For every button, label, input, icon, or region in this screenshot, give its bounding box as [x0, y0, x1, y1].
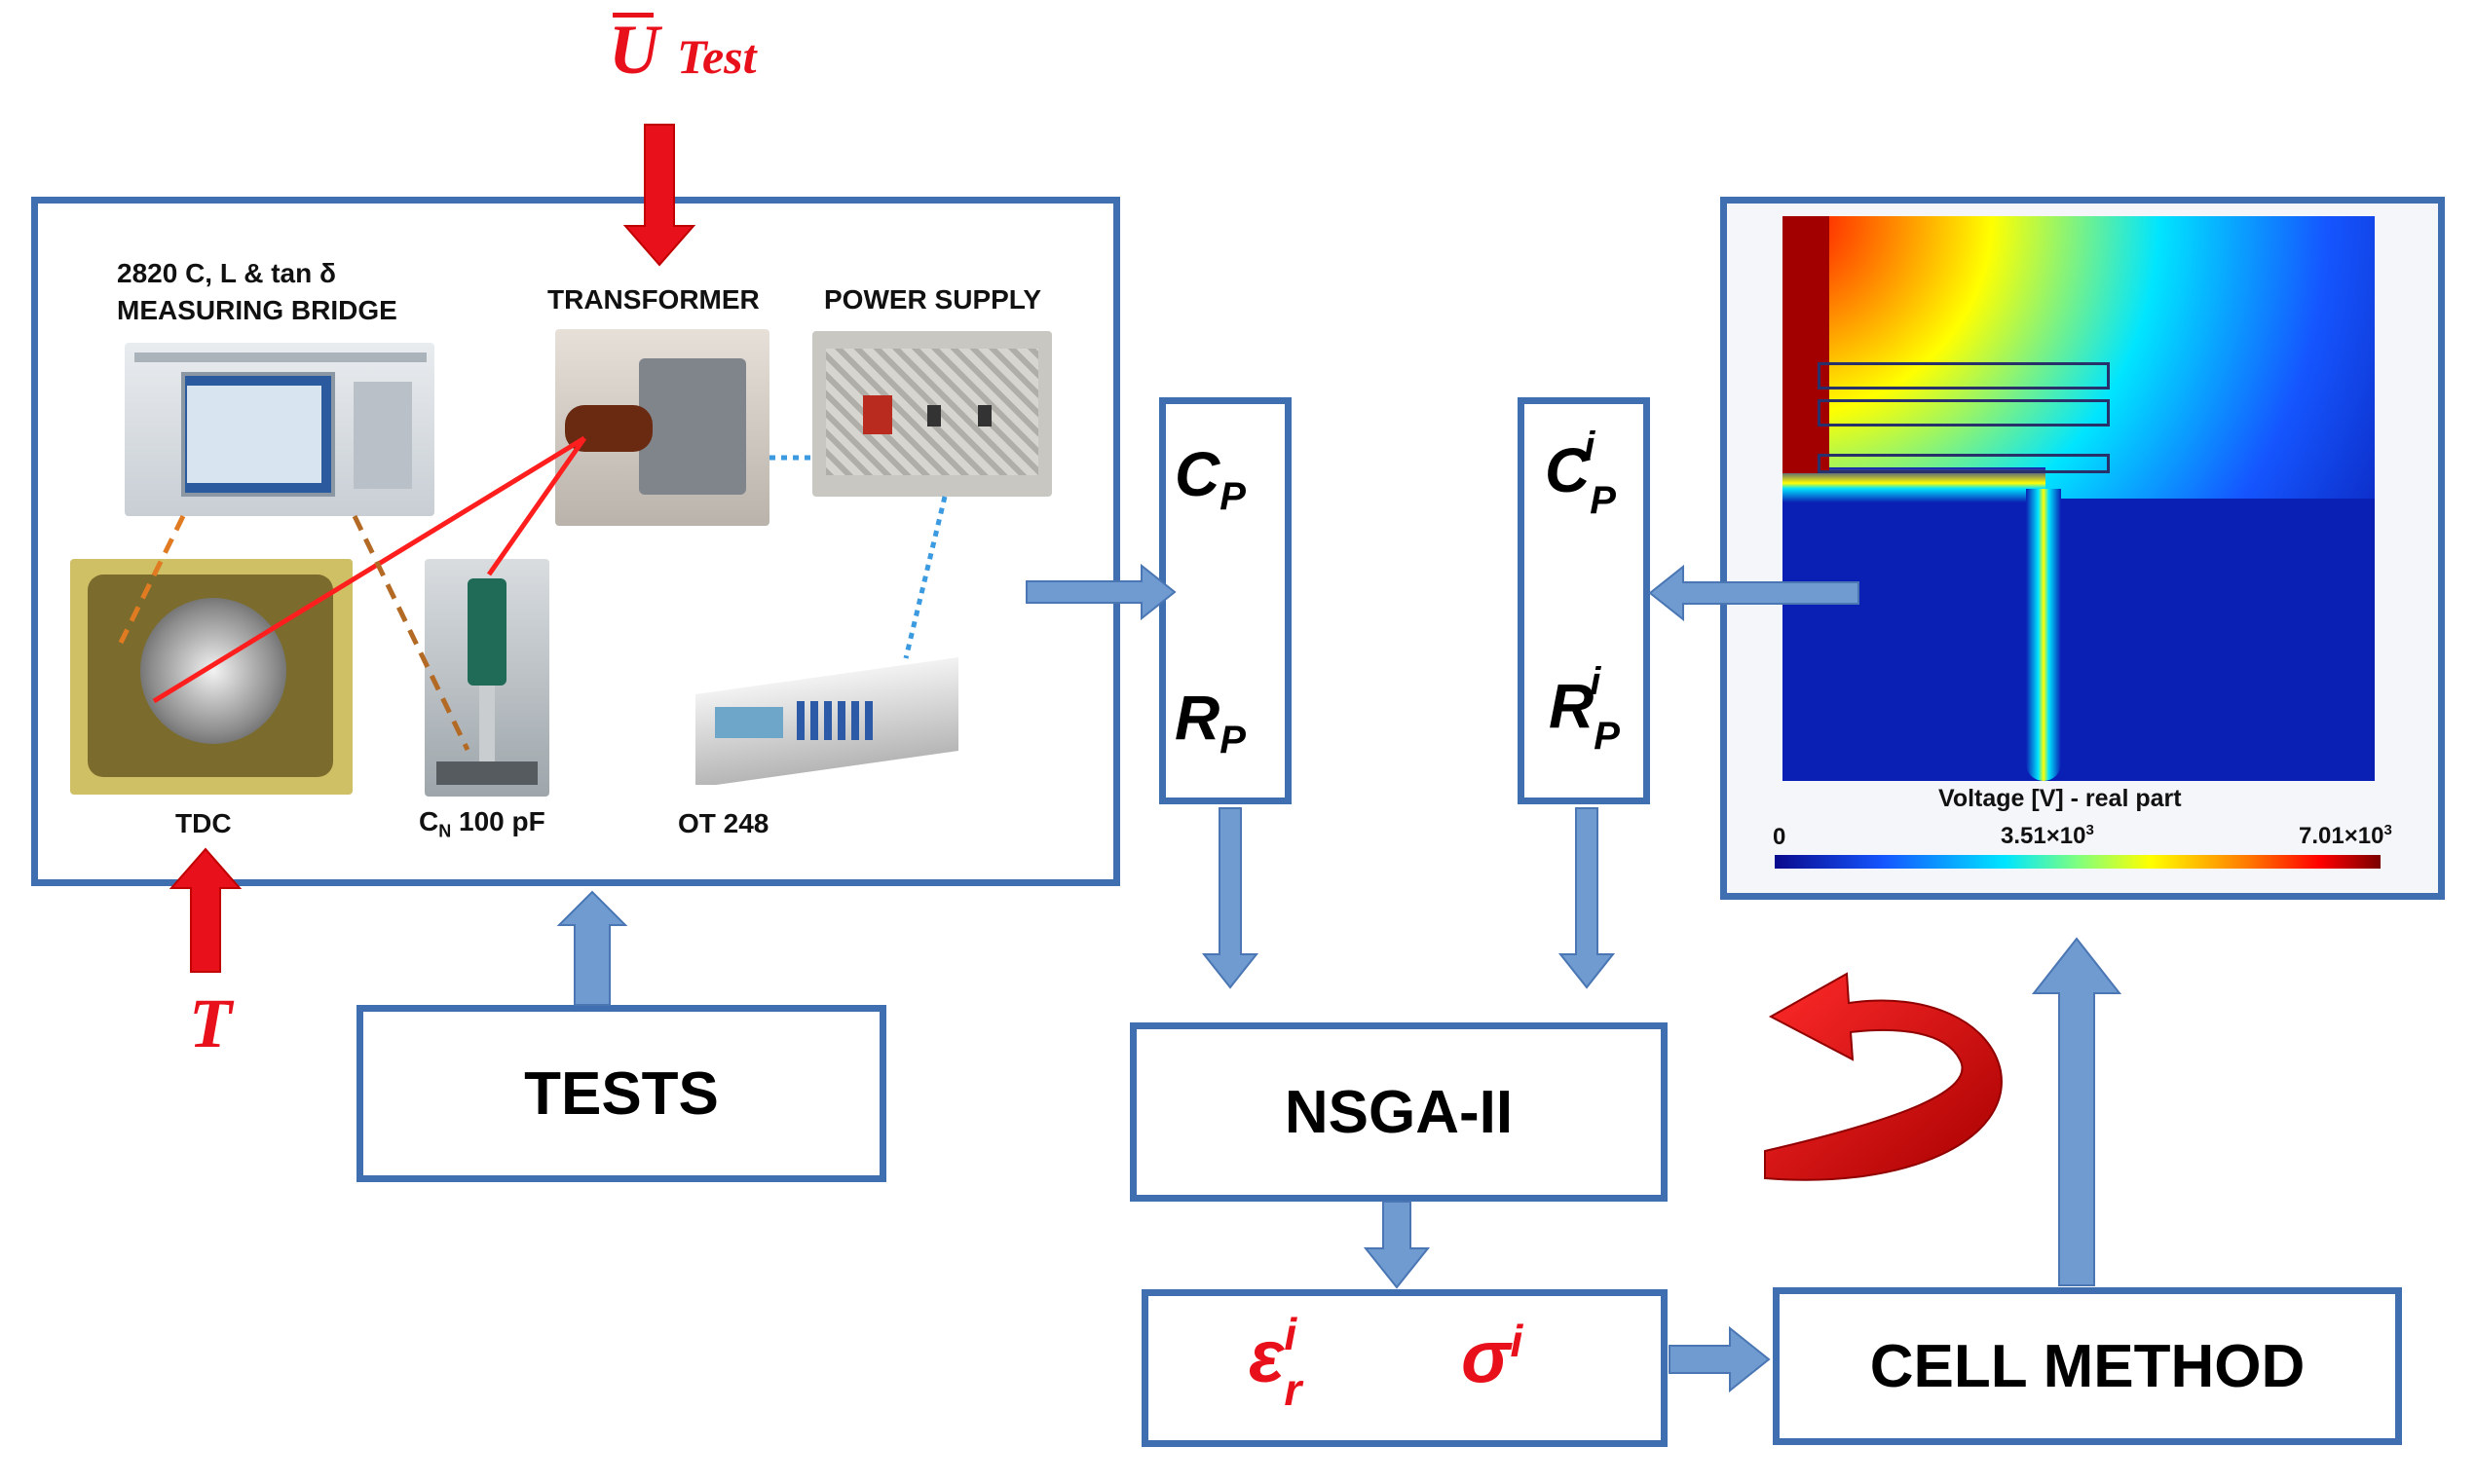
transformer-photo: [555, 329, 769, 526]
power-supply-label: POWER SUPPLY: [824, 284, 1042, 315]
red-wire-1: [152, 435, 586, 704]
sim-to-computed-arrow: [1648, 564, 1859, 622]
nsga-label: NSGA-II: [1284, 1078, 1514, 1146]
scale-max: 7.01×103: [2299, 822, 2392, 849]
scale-mid: 3.51×103: [2001, 822, 2094, 849]
cell-method-box: CELL METHOD: [1773, 1287, 2402, 1445]
bridge-label: 2820 C, L & tan δ MEASURING BRIDGE: [117, 258, 397, 325]
measured-cp: CP: [1175, 439, 1246, 518]
nsga-to-params-arrow: [1363, 1201, 1431, 1289]
temperature-symbol: T: [189, 984, 232, 1062]
nsga-box: NSGA-II: [1130, 1022, 1668, 1202]
u-test-bar: [613, 13, 654, 18]
sigma-symbol: σi: [1461, 1316, 1523, 1399]
bench-to-measured-arrow: [1026, 563, 1177, 621]
iteration-loop-arrow: [1764, 972, 2003, 1181]
cell-to-sim-arrow: [2031, 937, 2122, 1286]
scale-min: 0: [1773, 824, 1786, 850]
u-test-symbol: U Test: [609, 11, 757, 89]
computed-to-nsga-arrow: [1557, 807, 1616, 989]
voltage-field-plot: [1782, 216, 2375, 781]
color-scale-bar: [1775, 855, 2381, 869]
ot248-label: OT 248: [678, 808, 769, 838]
orange-dashed-2: [352, 514, 470, 752]
measured-params-box: [1159, 397, 1292, 804]
tests-label: TESTS: [524, 1059, 719, 1128]
u-test-arrow: [622, 124, 696, 267]
tests-to-bench-arrow: [556, 890, 628, 1006]
measuring-bridge-photo: [125, 343, 434, 516]
cn-capacitor-photo: [425, 559, 549, 797]
tdc-label: TDC: [175, 808, 232, 838]
power-supply-photo: [812, 331, 1052, 497]
measured-rp: RP: [1175, 683, 1246, 761]
tests-box: TESTS: [356, 1005, 886, 1182]
plot-title: Voltage [V] - real part: [1938, 785, 2182, 812]
material-params-box: [1142, 1289, 1668, 1447]
measured-to-nsga-arrow: [1201, 807, 1259, 989]
cn-label: CN 100 pF: [419, 806, 545, 841]
red-wire-2: [486, 436, 587, 576]
params-to-cell-arrow: [1669, 1325, 1771, 1393]
temperature-arrow: [169, 847, 243, 973]
cell-method-label: CELL METHOD: [1869, 1332, 2306, 1400]
tdc-photo: [70, 559, 353, 795]
ot248-photo: [676, 656, 968, 785]
blue-dotted-2: [903, 496, 948, 659]
transformer-label: TRANSFORMER: [547, 284, 760, 315]
orange-dashed-1: [118, 514, 186, 645]
computed-params-box: [1518, 397, 1650, 804]
